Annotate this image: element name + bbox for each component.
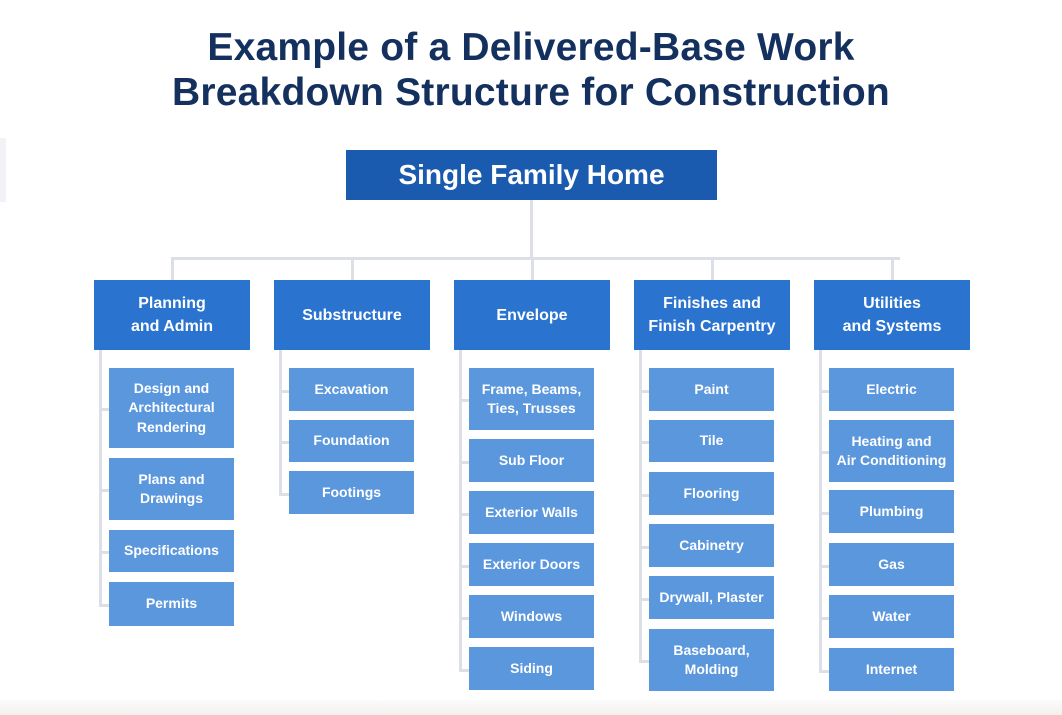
- branch-node: Planning and Admin: [94, 280, 250, 350]
- task-node: Frame, Beams, Ties, Trusses: [469, 368, 594, 430]
- task-node: Exterior Walls: [469, 491, 594, 534]
- root-node: Single Family Home: [346, 150, 717, 200]
- task-node: Siding: [469, 647, 594, 690]
- child-spine-connector: [819, 350, 822, 671]
- child-connector: [819, 451, 831, 454]
- task-node: Drywall, Plaster: [649, 576, 774, 619]
- child-connector: [819, 616, 831, 620]
- child-connector: [459, 668, 471, 672]
- branch-drop-connector: [171, 257, 174, 280]
- child-connector: [639, 545, 651, 549]
- branch-node: Finishes and Finish Carpentry: [634, 280, 790, 350]
- child-spine-connector: [99, 350, 102, 605]
- child-connector: [279, 492, 291, 496]
- task-node: Flooring: [649, 472, 774, 515]
- task-node: Internet: [829, 648, 954, 691]
- child-spine-connector: [459, 350, 462, 670]
- child-connector: [639, 493, 651, 497]
- child-connector: [279, 441, 291, 444]
- child-spine-connector: [279, 350, 282, 494]
- title-line-2: Breakdown Structure for Construction: [172, 71, 890, 114]
- child-connector: [99, 408, 111, 411]
- child-connector: [459, 564, 471, 568]
- child-connector: [639, 389, 651, 393]
- task-node: Exterior Doors: [469, 543, 594, 586]
- task-node: Foundation: [289, 420, 414, 462]
- branch-drop-connector: [891, 257, 894, 280]
- child-connector: [279, 389, 291, 393]
- child-connector: [459, 512, 471, 516]
- child-connector: [99, 551, 111, 554]
- child-connector: [459, 616, 471, 620]
- branch-drop-connector: [351, 257, 354, 280]
- branch-drop-connector: [711, 257, 714, 280]
- child-connector: [99, 604, 111, 607]
- task-node: Baseboard, Molding: [649, 629, 774, 691]
- task-node: Sub Floor: [469, 439, 594, 482]
- branch-node: Utilities and Systems: [814, 280, 970, 350]
- task-node: Specifications: [109, 530, 234, 572]
- diagram-title: Example of a Delivered-Base Work Breakdo…: [0, 25, 1062, 115]
- task-node: Tile: [649, 420, 774, 462]
- side-tab: [0, 138, 6, 202]
- task-node: Permits: [109, 582, 234, 626]
- child-connector: [639, 441, 651, 444]
- bottom-band: [0, 700, 1062, 715]
- task-node: Footings: [289, 471, 414, 514]
- task-node: Windows: [469, 595, 594, 638]
- child-connector: [819, 389, 831, 393]
- task-node: Gas: [829, 543, 954, 586]
- child-connector: [819, 511, 831, 515]
- task-node: Heating and Air Conditioning: [829, 420, 954, 482]
- task-node: Electric: [829, 368, 954, 411]
- child-connector: [459, 399, 471, 402]
- child-connector: [819, 564, 831, 568]
- child-connector: [639, 597, 651, 601]
- title-line-1: Example of a Delivered-Base Work: [207, 26, 855, 69]
- task-node: Water: [829, 595, 954, 638]
- branch-connector: [172, 257, 900, 260]
- branch-node: Envelope: [454, 280, 610, 350]
- child-connector: [459, 460, 471, 464]
- task-node: Plans and Drawings: [109, 458, 234, 520]
- task-node: Cabinetry: [649, 524, 774, 567]
- branch-node: Substructure: [274, 280, 430, 350]
- root-connector: [530, 200, 533, 259]
- child-spine-connector: [639, 350, 642, 661]
- task-node: Excavation: [289, 368, 414, 411]
- branch-drop-connector: [531, 257, 534, 280]
- child-connector: [819, 669, 831, 673]
- task-node: Design and Architectural Rendering: [109, 368, 234, 448]
- child-connector: [99, 489, 111, 492]
- task-node: Paint: [649, 368, 774, 411]
- child-connector: [639, 660, 651, 663]
- task-node: Plumbing: [829, 490, 954, 533]
